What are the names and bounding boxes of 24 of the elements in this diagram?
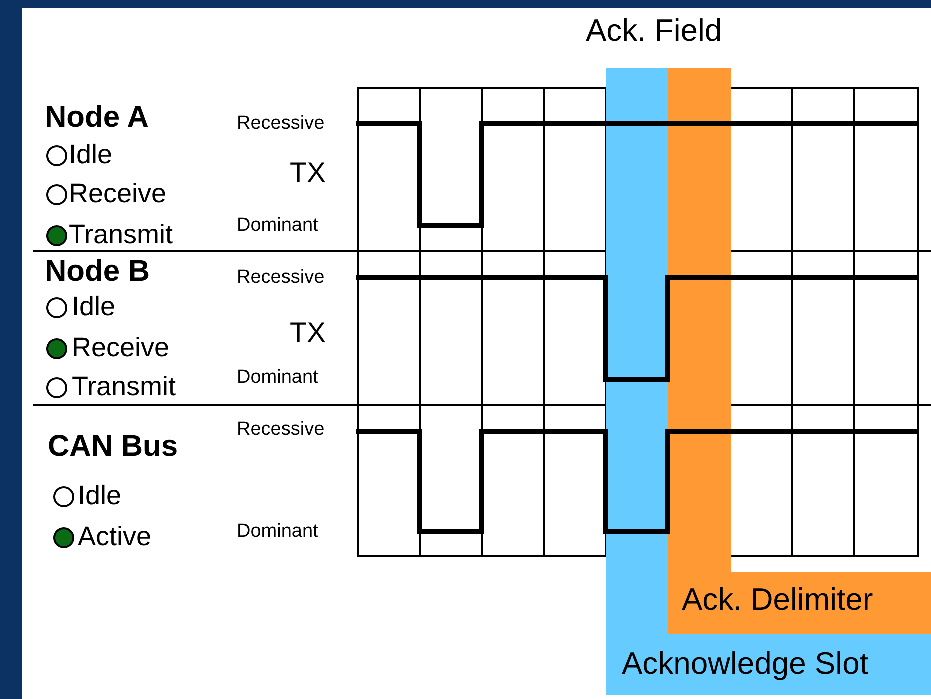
level-label: Recessive	[237, 267, 325, 289]
field-title: Ack. Field	[586, 13, 722, 49]
state-label: Receive	[72, 332, 170, 364]
signal-label: TX	[290, 316, 326, 350]
signal-heading: Node B	[45, 254, 150, 290]
state-label: Receive	[69, 178, 167, 210]
acknowledge-slot-band	[606, 68, 931, 695]
state-label: Idle	[69, 139, 113, 171]
band-label: Acknowledge Slot	[622, 646, 868, 682]
band-label: Ack. Delimiter	[682, 582, 874, 618]
state-label: Transmit	[72, 371, 176, 403]
level-label: Dominant	[237, 521, 318, 543]
state-label: Active	[78, 521, 152, 553]
level-label: Recessive	[237, 419, 325, 441]
ack-delimiter-band	[668, 68, 931, 634]
signal-heading: CAN Bus	[48, 430, 178, 464]
level-label: Recessive	[237, 113, 325, 135]
signal-label: TX	[290, 156, 326, 190]
state-label: Idle	[72, 291, 116, 323]
level-label: Dominant	[237, 215, 318, 237]
state-label: Idle	[78, 480, 122, 512]
state-label: Transmit	[69, 219, 174, 251]
signal-heading: Node A	[45, 100, 149, 136]
level-label: Dominant	[237, 367, 318, 389]
